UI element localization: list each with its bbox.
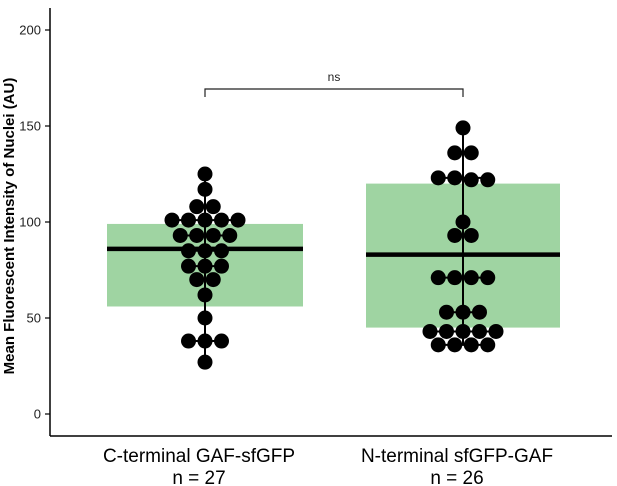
y-tick-label: 200 [19,23,41,38]
data-point [181,212,196,228]
data-point [189,272,205,288]
data-point [197,212,213,228]
data-point [214,243,229,259]
y-tick-label: 100 [19,215,41,230]
y-axis-title: Mean Fluorescent Intensity of Nuclei (AU… [1,78,18,375]
data-point [430,337,446,353]
data-point [480,270,496,286]
data-point [430,170,446,186]
y-tick-label: 50 [27,311,41,326]
data-point [455,214,471,230]
data-point [214,258,229,274]
data-point [447,270,463,286]
data-point [205,199,221,215]
data-point [230,212,246,228]
data-point [447,337,463,353]
data-point [181,243,196,259]
data-point [422,323,438,339]
data-point [181,258,196,274]
category-n-label: n = 26 [430,468,483,486]
data-point [463,145,479,161]
data-point [197,310,213,326]
data-point [197,258,213,274]
data-point [439,323,454,339]
y-axis: 0 50 100 150 200 [19,8,612,437]
data-point [463,270,479,286]
data-point [189,227,205,243]
category-label: C-terminal GAF-sfGFP [103,446,295,467]
data-point [430,270,446,286]
y-tick-label: 0 [34,407,41,422]
data-point [197,166,213,182]
data-points [164,120,504,370]
data-point [205,227,221,243]
data-point [455,120,471,136]
data-point [181,333,196,349]
data-point [463,337,479,353]
significance-bracket [204,88,464,97]
data-point [197,333,213,349]
data-point [480,337,496,353]
data-point [439,304,454,320]
data-point [472,304,487,320]
data-point [455,304,471,320]
data-point [488,323,504,339]
data-point [447,145,463,161]
data-point [197,181,213,197]
data-point [214,333,229,349]
significance-label: ns [328,70,341,84]
data-point [197,243,213,259]
category-label: N-terminal sfGFP-GAF [361,446,553,467]
y-tick-label: 150 [19,119,41,134]
data-point [455,323,471,339]
data-point [197,354,213,370]
data-point [197,287,213,303]
data-point [205,272,221,288]
data-point [214,212,229,228]
data-point [472,323,487,339]
data-point [447,170,463,186]
data-point [189,199,205,215]
data-point [222,227,238,243]
data-point [480,172,496,188]
data-point [463,227,479,243]
data-point [164,212,180,228]
data-point [172,227,188,243]
significance-annotation: ns [204,70,464,97]
data-point [463,172,479,188]
boxes [107,183,560,328]
data-point [447,227,463,243]
category-n-label: n = 27 [172,468,225,486]
